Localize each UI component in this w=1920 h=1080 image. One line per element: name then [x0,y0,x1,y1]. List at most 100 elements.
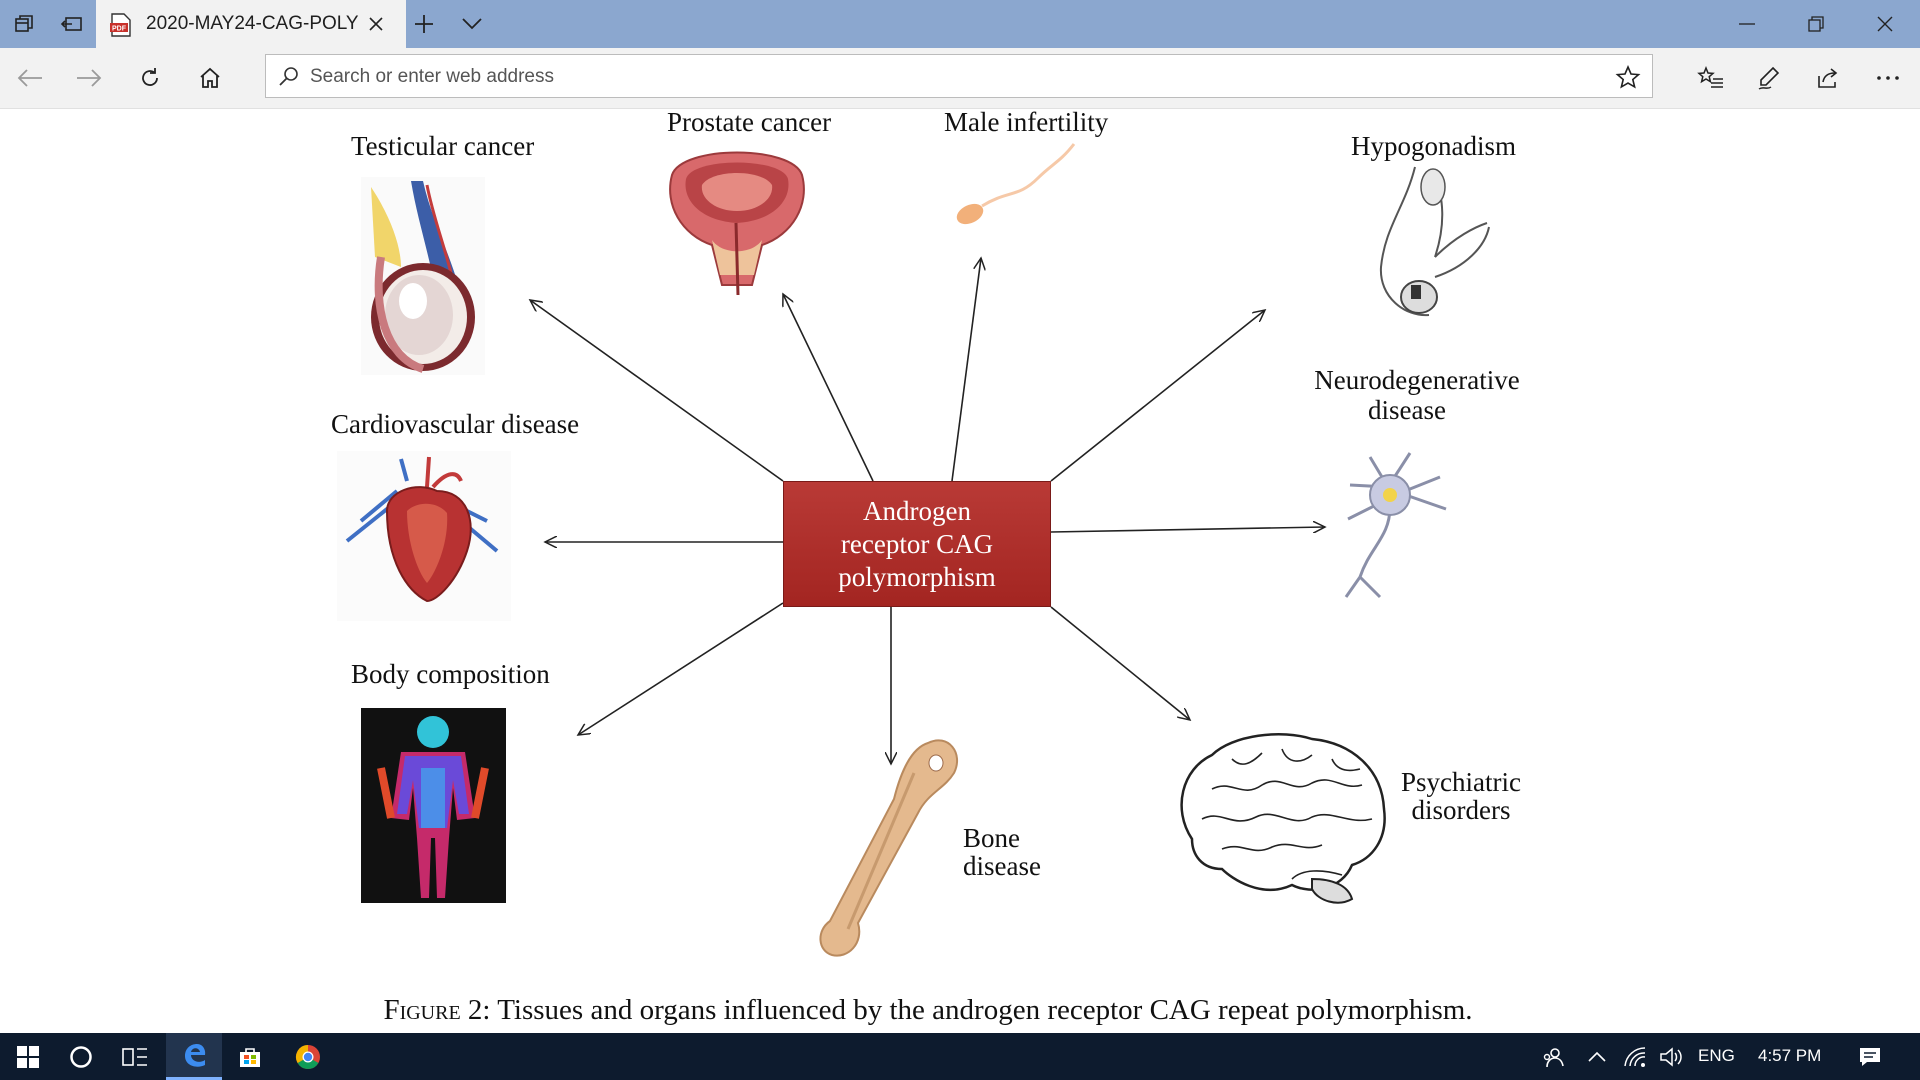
search-icon [279,67,298,86]
share-icon [1818,68,1838,88]
label-psychiatric: Psychiatric [1401,767,1521,797]
label-bone: Bone [963,823,1020,853]
pen-icon [1758,66,1780,90]
figure-arrows [0,109,1920,1033]
restore-icon [1808,16,1824,32]
figure-caption: Figure 2: Tissues and organs influenced … [0,994,1856,1027]
refresh-icon [142,68,158,86]
tab-preview-button[interactable] [448,0,496,48]
web-notes-button[interactable] [1745,54,1793,102]
chrome-icon [295,1044,320,1069]
arrow-psych [1050,606,1190,720]
favorites-button[interactable] [1687,54,1735,102]
heart-illustration [337,451,511,621]
tab-actions-icon [15,15,33,32]
plus-icon [415,15,433,33]
label-body-composition: Body composition [351,659,550,689]
network-button[interactable] [1615,1033,1655,1080]
arrow-prostate [783,294,874,482]
label-cardiovascular-disease: Cardiovascular disease [331,409,580,439]
tab-active[interactable]: PDF 2020-MAY24-CAG-POLY [96,0,406,48]
testicle-illustration [361,177,485,375]
minimize-button[interactable] [1712,0,1782,48]
favorite-button[interactable] [1614,63,1642,91]
speaker-icon [1660,1046,1682,1067]
home-icon [200,67,220,88]
wifi-icon [1624,1046,1646,1067]
show-hidden-icons-button[interactable] [1575,1033,1619,1080]
label-hypogonadism: Hypogonadism [1351,131,1516,161]
center-line-1: Androgen [863,495,971,526]
favorites-list-icon [1697,65,1723,88]
people-button[interactable] [1527,1033,1579,1080]
store-taskbar-button[interactable] [222,1033,278,1080]
sperm-illustration [956,143,1076,225]
center-line-2: receptor CAG [840,528,994,559]
people-icon [1543,1047,1564,1067]
browser-toolbar: Search or enter web address [0,48,1920,109]
tab-close-button[interactable] [364,12,388,36]
new-tab-button[interactable] [400,0,448,48]
start-button[interactable] [0,1033,56,1080]
neuron-illustration [1344,452,1447,599]
language-indicator[interactable]: ENG [1698,1046,1735,1065]
share-button[interactable] [1804,54,1852,102]
arrow-left-icon [17,69,42,87]
chrome-taskbar-button[interactable] [280,1033,336,1080]
arrow-infertility [951,258,981,482]
caption-prefix: Figure 2: [383,994,491,1026]
prostate-illustration [669,151,805,296]
windows-logo-icon [17,1045,39,1068]
pdf-page: Androgen receptor CAG polymorphism Testi… [0,107,1920,1033]
arrow-hypogonadism [1050,310,1265,482]
chevron-down-icon [462,18,482,30]
male-anatomy-illustration [1379,166,1490,317]
set-aside-tabs-icon [60,17,82,31]
edge-taskbar-button[interactable] [166,1033,222,1080]
task-view-icon [122,1047,147,1066]
svg-text:PDF: PDF [112,26,127,33]
tab-title: 2020-MAY24-CAG-POLY [146,13,359,34]
body-composition-scan [361,708,506,903]
brain-illustration [1180,733,1386,904]
minimize-icon [1739,23,1755,25]
bone-illustration [819,739,959,957]
address-placeholder: Search or enter web address [310,66,554,87]
center-node-androgen-receptor: Androgen receptor CAG polymorphism [783,481,1051,607]
volume-button[interactable] [1651,1033,1693,1080]
store-icon [240,1047,260,1067]
cortana-button[interactable] [53,1033,109,1080]
label-bone-disease: disease [963,851,1041,881]
cortana-circle-icon [70,1045,92,1068]
title-bar: PDF 2020-MAY24-CAG-POLY [0,0,1920,48]
close-window-button[interactable] [1850,0,1920,48]
chevron-up-icon [1588,1051,1606,1062]
label-neurodegenerative: Neurodegenerative [1314,365,1520,395]
pdf-icon: PDF [110,13,131,37]
set-aside-tabs-button[interactable] [48,0,96,48]
home-button[interactable] [186,54,234,102]
task-view-button[interactable] [107,1033,163,1080]
action-center-button[interactable] [1842,1033,1898,1080]
forward-button[interactable] [65,54,113,102]
label-male-infertility: Male infertility [944,107,1109,137]
close-icon [369,17,383,31]
settings-more-button[interactable] [1864,54,1912,102]
label-prostate-cancer: Prostate cancer [667,107,832,137]
star-icon [1615,64,1641,89]
arrow-body [578,602,784,735]
label-testicular-cancer: Testicular cancer [351,131,535,161]
address-bar[interactable]: Search or enter web address [265,54,1653,98]
back-button[interactable] [6,54,54,102]
arrow-testicular [530,300,784,482]
more-icon [1877,76,1899,80]
label-neuro-disease: disease [1368,395,1446,425]
notification-icon [1860,1047,1880,1066]
caption-text: Tissues and organs influenced by the and… [497,994,1473,1026]
tab-actions-button[interactable] [0,0,48,48]
edge-icon [185,1044,206,1067]
restore-button[interactable] [1781,0,1851,48]
arrow-neuro [1050,527,1325,532]
clock[interactable]: 4:57 PM [1758,1046,1822,1065]
refresh-button[interactable] [126,54,174,102]
